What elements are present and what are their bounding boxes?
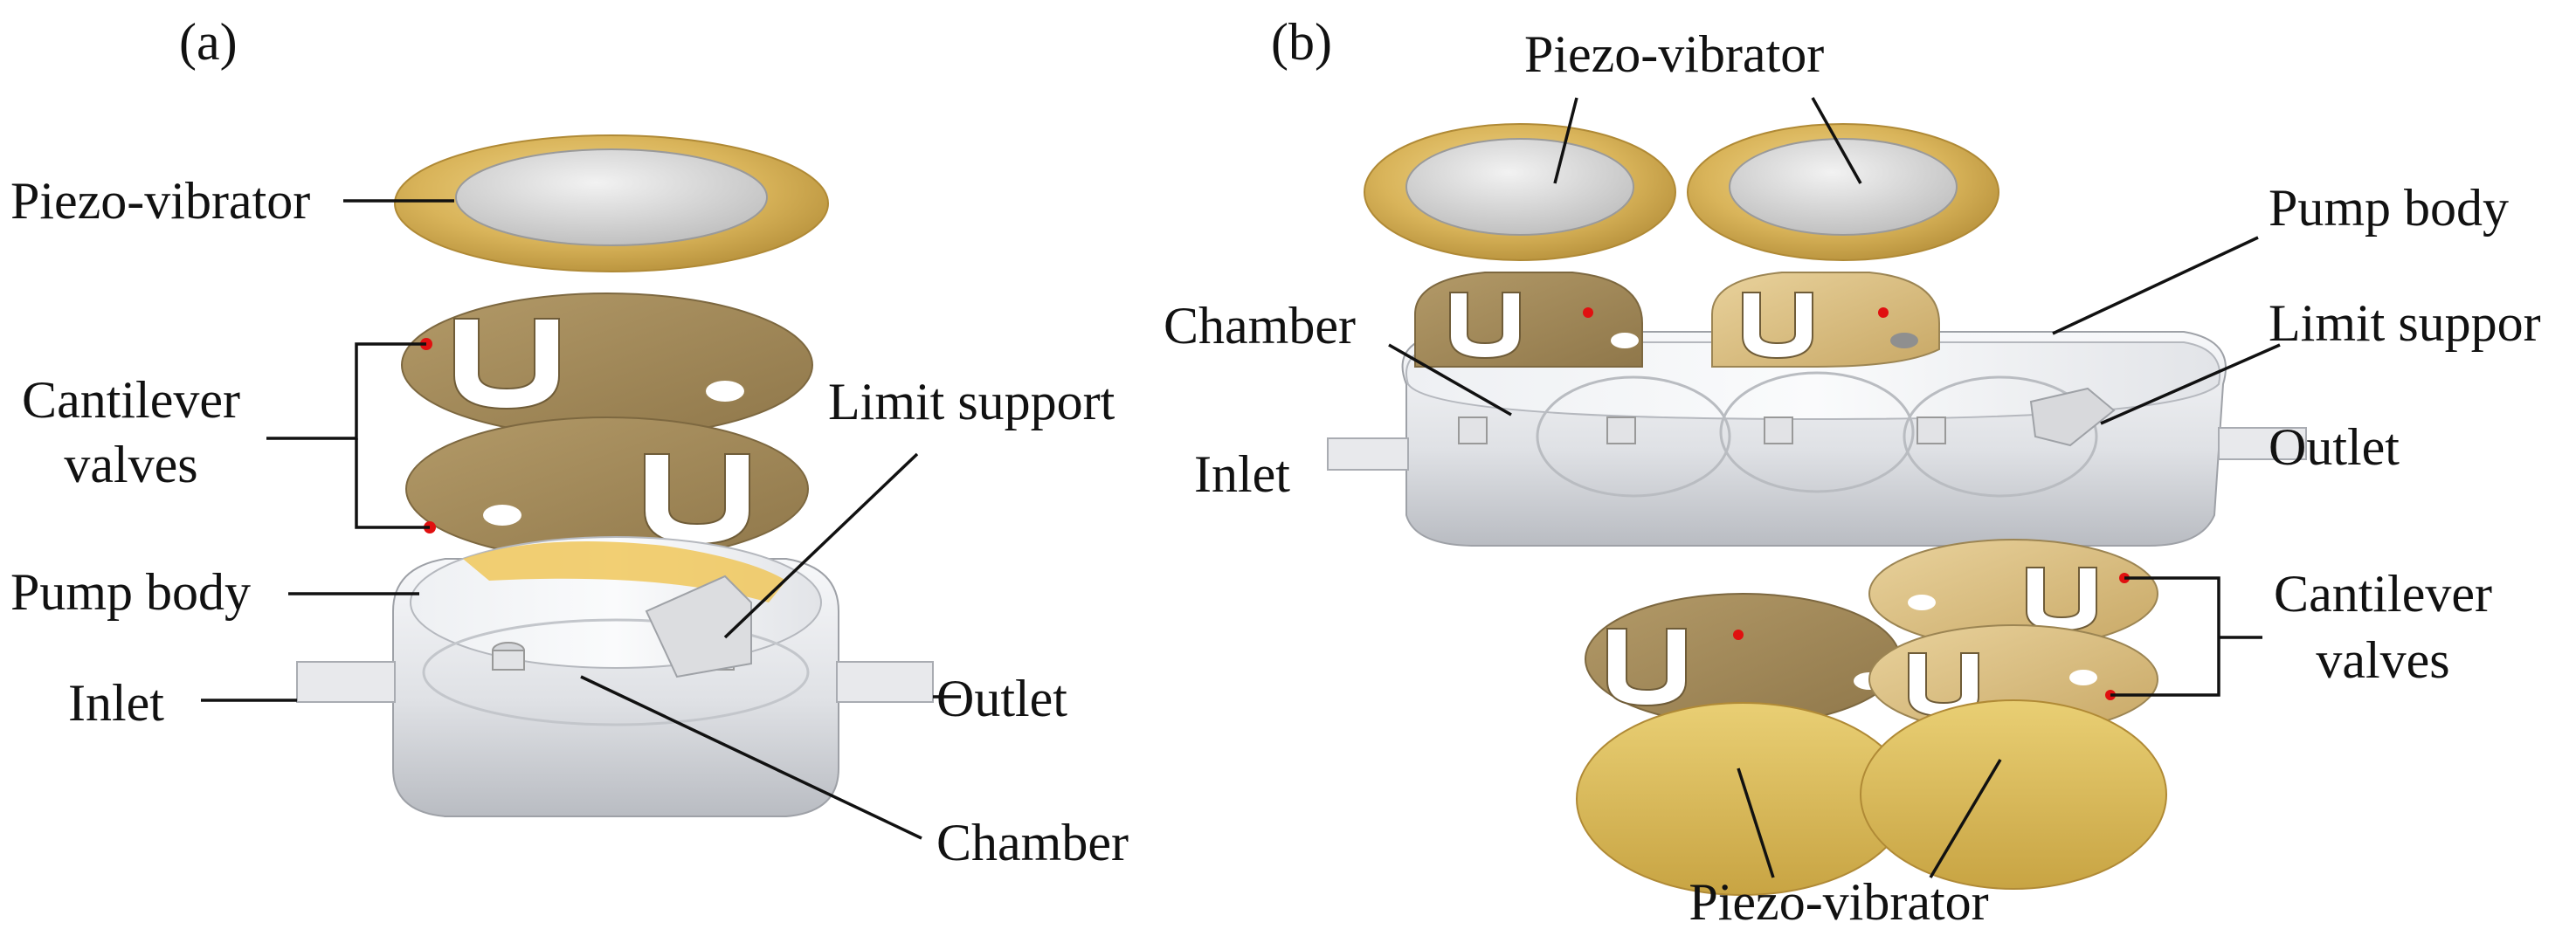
valve-hole: [1890, 333, 1918, 348]
label-chamber: Chamber: [1164, 297, 1356, 354]
panel-b-piezo-vibrator-left: [1364, 123, 1676, 261]
valve-hole: [1908, 595, 1936, 610]
panel-b-piezo-vibrator-right: [1687, 123, 1999, 261]
panel-a-pump-body: [296, 536, 934, 817]
u-slot-icon: [1606, 628, 1687, 707]
label-pump-body: Pump body: [10, 563, 251, 621]
panel-a: (a): [10, 13, 1129, 871]
label-piezo-vibrator-bottom: Piezo-vibrator: [1689, 873, 1988, 931]
red-marker-dot: [1733, 630, 1744, 640]
panel-b-valve-plate-lower-right-bottom: [1868, 624, 2158, 734]
u-slot-icon: [1449, 292, 1521, 360]
label-pump-body: Pump body: [2269, 179, 2509, 237]
inlet-tube: [296, 661, 396, 703]
label-cantilever: Cantilever: [2274, 565, 2492, 623]
valve-hole: [1611, 333, 1639, 348]
panel-b-valve-plate-lower-right-top: [1868, 539, 2158, 649]
label-valves: valves: [64, 436, 197, 493]
outlet-tube: [2218, 427, 2307, 460]
u-slot-icon: [1742, 292, 1813, 360]
label-limit-support: Limit suppor: [2269, 294, 2541, 352]
red-marker-dot: [1583, 307, 1593, 318]
label-piezo-vibrator-top: Piezo-vibrator: [1524, 25, 1824, 83]
label-inlet: Inlet: [68, 674, 164, 732]
panel-b: (b): [1164, 13, 2541, 931]
label-cantilever: Cantilever: [22, 371, 240, 429]
label-limit-support: Limit support: [828, 373, 1115, 430]
inlet-tube: [1327, 437, 1409, 471]
outlet-tube: [836, 661, 934, 703]
panel-a-leader-lines: [201, 199, 961, 840]
red-marker-dot: [1878, 307, 1889, 318]
valve-hole: [2069, 670, 2097, 685]
panel-a-piezo-vibrator: [394, 134, 829, 272]
panel-a-label: (a): [179, 13, 238, 71]
limit-support-block: [645, 575, 752, 678]
panel-b-valve-plate-upper-left: [1414, 272, 1643, 368]
valve-hole: [706, 381, 744, 402]
panel-b-piezo-vibrator-bottom-right: [1860, 699, 2167, 890]
limit-support-block: [2029, 387, 2116, 447]
panel-b-valve-plate-upper-right: [1711, 272, 1940, 368]
panel-a-cantilever-valve-upper: [401, 293, 813, 437]
panel-b-piezo-vibrator-bottom-left: [1576, 702, 1910, 896]
valve-hole: [483, 505, 521, 526]
label-outlet: Outlet: [936, 670, 1067, 727]
panel-a-cantilever-valve-lower: [405, 416, 809, 561]
u-slot-icon: [453, 318, 560, 410]
panel-b-label: (b): [1271, 13, 1332, 71]
label-piezo-vibrator: Piezo-vibrator: [10, 172, 310, 230]
label-inlet: Inlet: [1194, 445, 1290, 503]
label-chamber: Chamber: [936, 814, 1129, 871]
label-valves: valves: [2316, 631, 2449, 689]
label-outlet: Outlet: [2269, 418, 2400, 476]
u-slot-icon: [1908, 652, 1979, 718]
panel-b-leader-lines: [1388, 97, 2281, 878]
